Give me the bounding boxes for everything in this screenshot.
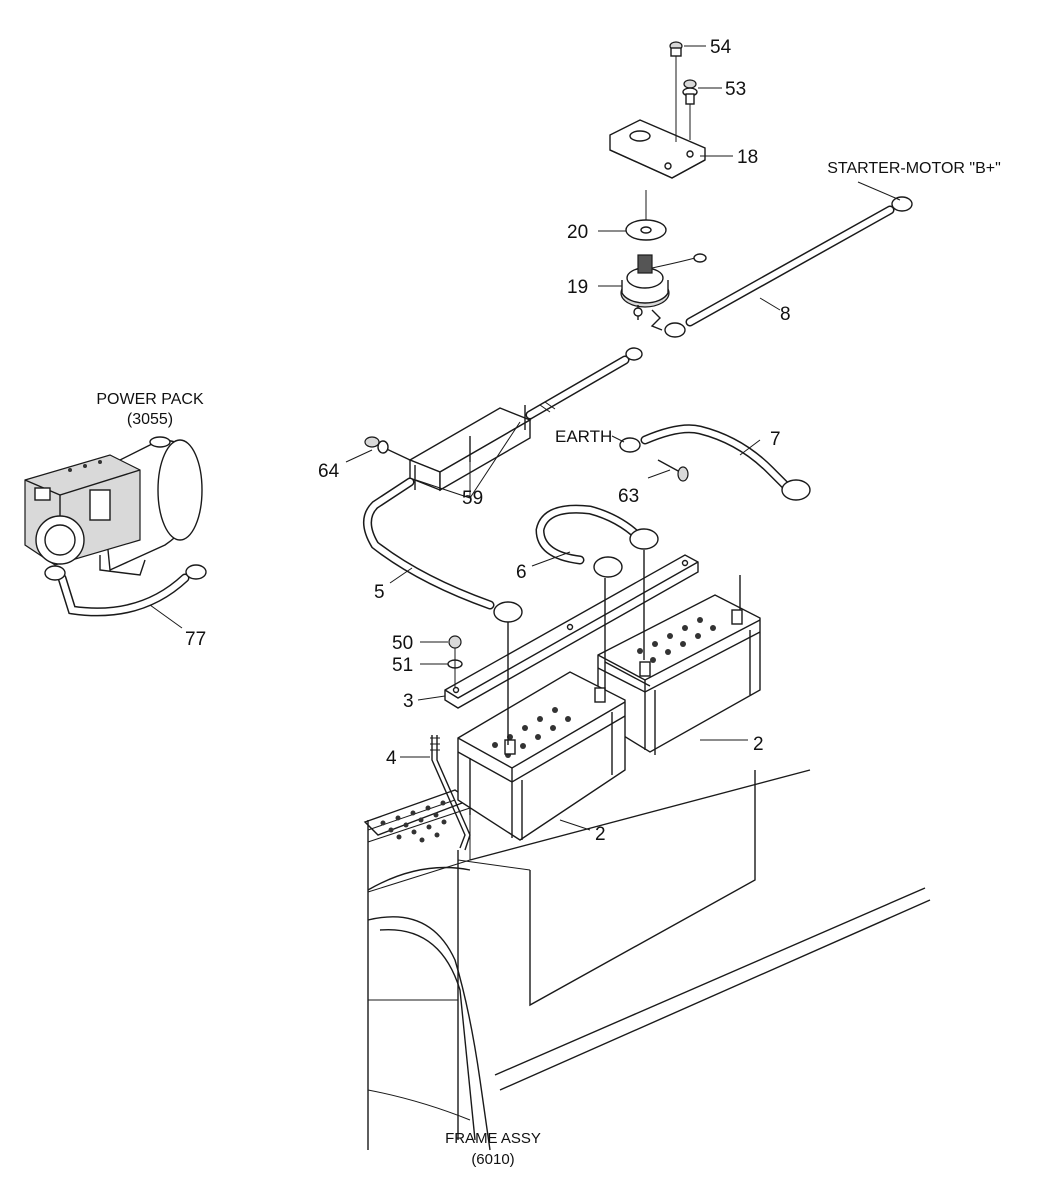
callout-64: 64 (318, 461, 340, 482)
earth-label: EARTH (555, 427, 612, 446)
callout-8: 8 (780, 304, 791, 325)
bolt-63 (657, 459, 689, 482)
frame-assy-code-label: (6010) (471, 1151, 514, 1168)
callout-2-rear: 2 (753, 734, 764, 755)
battery-switch (620, 253, 707, 331)
callout-2-front: 2 (595, 824, 606, 845)
bolt-64 (364, 436, 411, 461)
battery-rear (597, 594, 761, 755)
callout-19: 19 (567, 277, 588, 298)
mounting-bracket (609, 119, 706, 179)
starter-motor-label: STARTER-MOTOR "B+" (827, 160, 1001, 177)
battery-front-vent-caps (492, 707, 571, 758)
callout-5: 5 (374, 582, 385, 603)
callout-3: 3 (403, 691, 414, 712)
leader-lines (149, 45, 901, 831)
bolt-53 (682, 79, 698, 140)
step-plate-holes (380, 800, 447, 843)
callout-7: 7 (770, 429, 781, 450)
power-pack-drawing (24, 436, 203, 576)
callout-4: 4 (386, 748, 397, 769)
power-pack-code-label: (3055) (127, 411, 173, 428)
callout-53: 53 (725, 79, 746, 100)
callout-51: 51 (392, 655, 413, 676)
part-labels: POWER PACK (3055) STARTER-MOTOR "B+" EAR… (96, 160, 1000, 1168)
nut-washer (447, 635, 463, 688)
callout-59: 59 (462, 488, 483, 509)
washer-20 (625, 190, 667, 241)
screw-54 (669, 41, 683, 142)
battery-rear-vent-caps (637, 617, 716, 663)
frame-assembly-drawing (363, 769, 931, 1151)
callout-18: 18 (737, 147, 758, 168)
earth-cable (619, 424, 811, 610)
power-pack-label: POWER PACK (96, 391, 204, 408)
callout-20: 20 (567, 222, 588, 243)
callout-77: 77 (185, 629, 206, 650)
battery-front (457, 671, 626, 841)
callout-6: 6 (516, 562, 527, 583)
starter-cable (664, 196, 913, 338)
positive-cable (363, 347, 643, 745)
callout-numbers: 54 53 18 20 19 8 7 64 59 63 6 5 77 50 51… (185, 37, 791, 845)
j-bolt-rod (430, 735, 471, 851)
callout-50: 50 (392, 633, 413, 654)
callout-63: 63 (618, 486, 639, 507)
link-cable (535, 504, 659, 690)
frame-assy-label: FRAME ASSY (445, 1130, 541, 1147)
power-pack-cable (44, 564, 207, 617)
callout-54: 54 (710, 37, 732, 58)
